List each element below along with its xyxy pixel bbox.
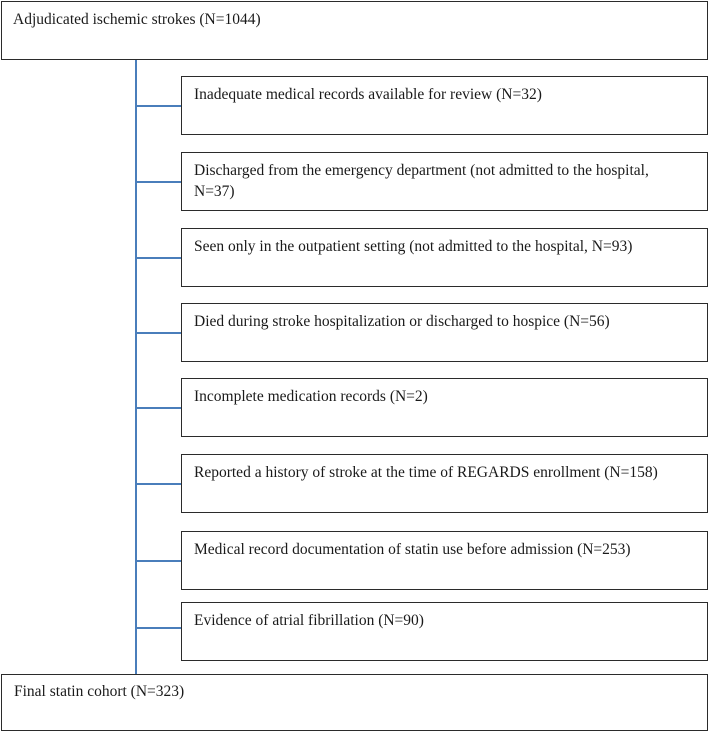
exclusion-box: Evidence of atrial fibrillation (N=90) (181, 602, 708, 661)
exclusion-label: Died during stroke hospitalization or di… (194, 313, 610, 330)
top-box: Adjudicated ischemic strokes (N=1044) (1, 1, 708, 60)
flow-connector-branch (136, 483, 181, 485)
bottom-box: Final statin cohort (N=323) (1, 674, 708, 731)
bottom-box-label: Final statin cohort (N=323) (14, 683, 185, 700)
exclusion-label: Inadequate medical records available for… (194, 86, 542, 103)
flow-connector-branch (136, 105, 181, 107)
exclusion-box: Seen only in the outpatient setting (not… (181, 228, 708, 287)
exclusion-box: Medical record documentation of statin u… (181, 531, 708, 590)
flow-connector-branch (136, 560, 181, 562)
exclusion-label: Reported a history of stroke at the time… (194, 464, 658, 481)
exclusion-label: Medical record documentation of statin u… (194, 541, 631, 558)
flow-connector-branch (136, 407, 181, 409)
exclusion-label: Discharged from the emergency department… (194, 162, 649, 200)
exclusion-box: Reported a history of stroke at the time… (181, 454, 708, 513)
exclusion-box: Discharged from the emergency department… (181, 152, 708, 211)
exclusion-box: Incomplete medication records (N=2) (181, 378, 708, 437)
flow-connector-branch (136, 332, 181, 334)
exclusion-label: Seen only in the outpatient setting (not… (194, 238, 633, 255)
exclusion-label: Incomplete medication records (N=2) (194, 388, 428, 405)
flow-connector-branch (136, 257, 181, 259)
flow-connector-branch (136, 627, 181, 629)
top-box-label: Adjudicated ischemic strokes (N=1044) (13, 11, 261, 28)
exclusion-label: Evidence of atrial fibrillation (N=90) (194, 612, 424, 629)
exclusion-box: Inadequate medical records available for… (181, 76, 708, 135)
exclusion-box: Died during stroke hospitalization or di… (181, 303, 708, 362)
flow-connector-trunk (135, 60, 137, 674)
flow-connector-branch (136, 181, 181, 183)
